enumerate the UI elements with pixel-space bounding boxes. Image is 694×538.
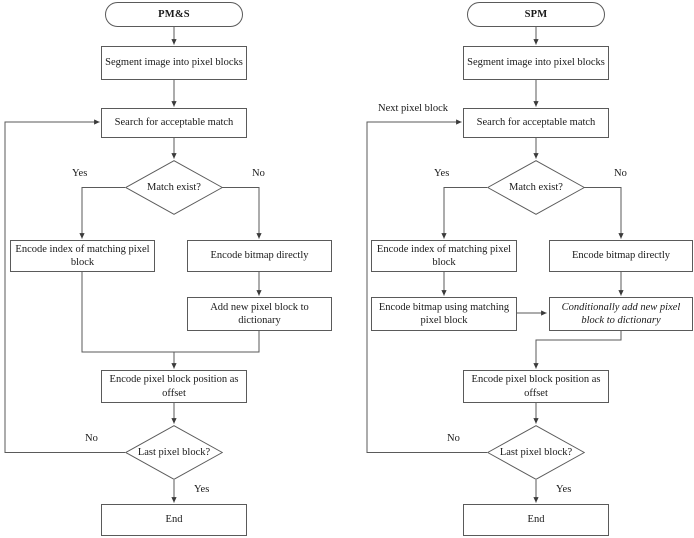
pms-decision-match-label: Match exist? (147, 181, 201, 193)
pms-label-match-no: No (252, 168, 265, 179)
spm-node-conditionally-add[interactable]: Conditionally add new pixel block to dic… (549, 297, 693, 331)
spm-node-encode-using-matching[interactable]: Encode bitmap using matching pixel block (371, 297, 517, 331)
spm-node-encode-index[interactable]: Encode index of matching pixel block (371, 240, 517, 272)
pms-node-encode-index[interactable]: Encode index of matching pixel block (10, 240, 155, 272)
pms-label-match-yes: Yes (72, 168, 88, 179)
spm-start-terminal[interactable]: SPM (467, 2, 605, 27)
spm-decision-match-exist[interactable]: Match exist? (487, 160, 585, 215)
spm-label-last-yes: Yes (556, 484, 572, 495)
spm-node-search[interactable]: Search for acceptable match (463, 108, 609, 138)
spm-label-match-no: No (614, 168, 627, 179)
pms-node-end[interactable]: End (101, 504, 247, 536)
spm-decision-last-block[interactable]: Last pixel block? (487, 425, 585, 480)
pms-decision-last-label: Last pixel block? (137, 446, 211, 458)
spm-node-segment[interactable]: Segment image into pixel blocks (463, 46, 609, 80)
pms-node-add-dictionary[interactable]: Add new pixel block to dictionary (187, 297, 332, 331)
spm-node-end[interactable]: End (463, 504, 609, 536)
spm-node-encode-bitmap[interactable]: Encode bitmap directly (549, 240, 693, 272)
spm-node-encode-position[interactable]: Encode pixel block position as offset (463, 370, 609, 403)
spm-label-last-no: No (447, 433, 460, 444)
pms-node-encode-bitmap[interactable]: Encode bitmap directly (187, 240, 332, 272)
pms-node-segment[interactable]: Segment image into pixel blocks (101, 46, 247, 80)
spm-decision-last-label: Last pixel block? (499, 446, 573, 458)
spm-decision-match-label: Match exist? (509, 181, 563, 193)
pms-label-last-yes: Yes (194, 484, 210, 495)
pms-node-search[interactable]: Search for acceptable match (101, 108, 247, 138)
spm-label-next-pixel-block: Next pixel block (378, 103, 448, 114)
spm-label-match-yes: Yes (434, 168, 450, 179)
pms-decision-last-block[interactable]: Last pixel block? (125, 425, 223, 480)
pms-node-encode-position[interactable]: Encode pixel block position as offset (101, 370, 247, 403)
pms-decision-match-exist[interactable]: Match exist? (125, 160, 223, 215)
pms-start-terminal[interactable]: PM&S (105, 2, 243, 27)
pms-label-last-no: No (85, 433, 98, 444)
